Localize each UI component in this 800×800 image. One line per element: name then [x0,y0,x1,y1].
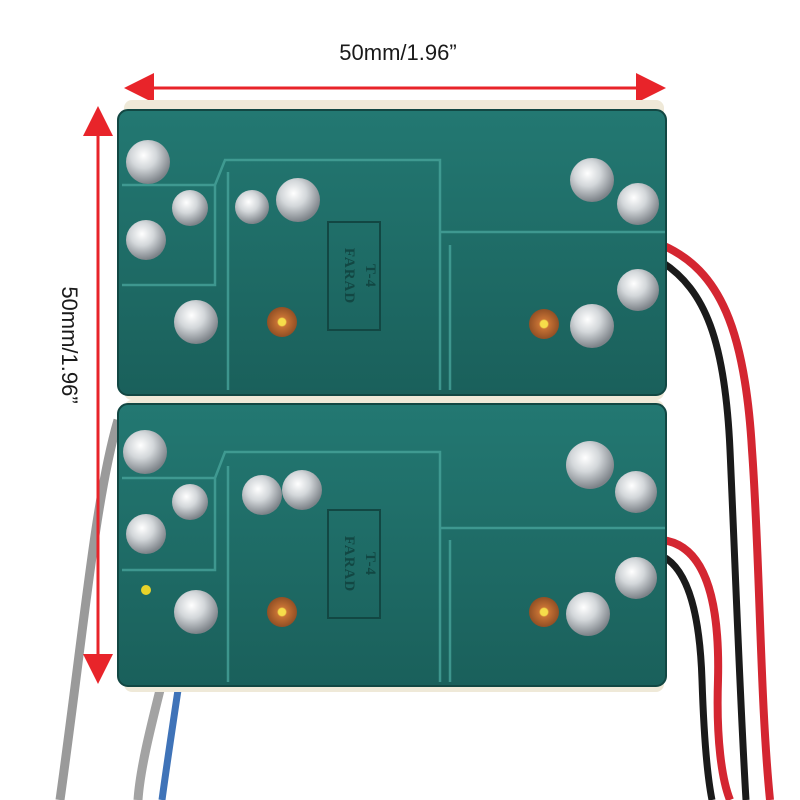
wire-red-top [660,241,774,800]
copper-pad-top-left [267,307,297,337]
copper-pad-bottom-right [529,597,559,627]
marking-box-top [327,221,381,331]
solder-joint [126,514,166,554]
wire-gray-left-2 [133,688,165,800]
solder-joint [615,471,657,513]
solder-joint [235,190,269,224]
solder-joint [617,183,659,225]
solder-joint [570,304,614,348]
model-marking-bottom: T-4 [362,552,378,576]
copper-pad-bottom-left [267,597,297,627]
solder-joint [276,178,320,222]
crossover-board-top: FARAD T-4 [117,100,667,400]
solder-joint [174,300,218,344]
solder-joint [172,484,208,520]
brand-marking-top: FARAD [341,248,357,304]
solder-joint [123,430,167,474]
width-label: 50mm/1.96” [339,40,456,65]
brand-marking-bottom: FARAD [341,536,357,592]
wire-red-bottom [661,536,734,800]
trace-isolation-top [122,158,665,390]
wire-blue-left [158,689,182,800]
solder-joint [174,590,218,634]
wire-bundle-right [660,241,774,800]
solder-joint [617,269,659,311]
height-dimension: 50mm/1.96” [57,106,113,684]
crossover-board-bottom: FARAD T-4 [117,400,667,692]
height-label: 50mm/1.96” [57,286,82,403]
flux-spot [141,585,151,595]
solder-joint [566,592,610,636]
pcb-top [117,109,667,396]
solder-joint [126,220,166,260]
solder-joint [172,190,208,226]
wire-gray-left [55,418,123,800]
marking-box-bottom [327,509,381,619]
solder-joint [282,470,322,510]
model-marking-top: T-4 [362,264,378,288]
wire-black-bottom [660,552,716,800]
width-dimension: 50mm/1.96” [124,40,666,103]
copper-pad-top-right [529,309,559,339]
pcb-bottom [117,403,667,687]
solder-joint [570,158,614,202]
trace-isolation-bottom [122,450,665,682]
solder-joint [615,557,657,599]
wire-black-top [660,259,750,800]
solder-joint [126,140,170,184]
solder-joint [566,441,614,489]
solder-joint [242,475,282,515]
